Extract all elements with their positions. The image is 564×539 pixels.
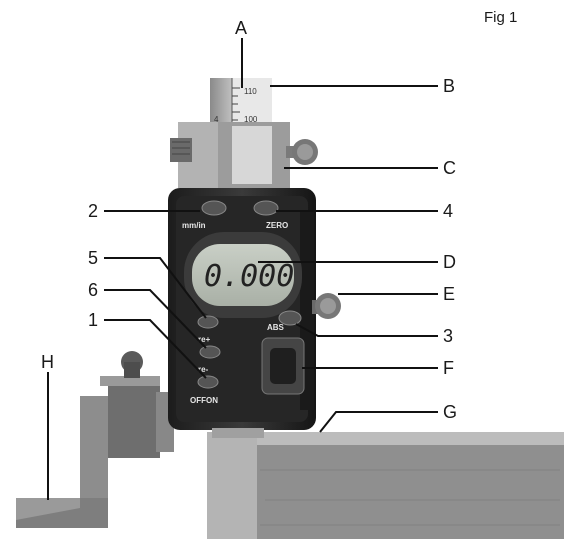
zero-label: ZERO: [266, 221, 288, 230]
tol-minus-label: re-: [198, 365, 209, 374]
callout-D: D: [443, 252, 456, 272]
abs-button[interactable]: ABS: [267, 310, 302, 332]
abs-label: ABS: [267, 323, 285, 332]
tol-minus-button[interactable]: re-: [198, 345, 221, 374]
off-on-label: OFFON: [190, 396, 218, 405]
scale-mark-100: 100: [244, 115, 258, 124]
callout-3: 3: [443, 326, 453, 346]
lcd-display: 0.000: [184, 232, 302, 318]
reference-foot: [212, 428, 264, 438]
callout-G: G: [443, 402, 457, 422]
callout-F: F: [443, 358, 454, 378]
callout-H: H: [41, 352, 54, 372]
callout-6: 6: [88, 280, 98, 300]
callout-1: 1: [88, 310, 98, 330]
callout-B: B: [443, 76, 455, 96]
mm-in-button[interactable]: mm/in: [182, 200, 227, 230]
callout-5: 5: [88, 248, 98, 268]
display-value: 0.000: [204, 259, 294, 294]
leader-lines: [47, 38, 438, 500]
scale-mark-110: 110: [244, 87, 257, 96]
base-stand: [16, 351, 174, 528]
callout-4: 4: [443, 201, 453, 221]
figure-label: Fig 1: [484, 9, 517, 26]
side-knob: [312, 293, 341, 319]
zero-button[interactable]: ZERO: [253, 200, 288, 230]
mm-in-label: mm/in: [182, 221, 206, 230]
callout-C: C: [443, 158, 456, 178]
tol-plus-label: re+: [198, 335, 211, 344]
scale-mark-4: 4: [214, 115, 219, 124]
callout-E: E: [443, 284, 455, 304]
granite-base: [207, 432, 564, 539]
off-on-button[interactable]: OFFON: [190, 375, 219, 405]
battery-cover: [261, 337, 305, 395]
tol-plus-button[interactable]: re+: [197, 315, 219, 344]
callout-2: 2: [88, 201, 98, 221]
clamp-block: [170, 122, 318, 188]
callout-A: A: [235, 18, 247, 38]
